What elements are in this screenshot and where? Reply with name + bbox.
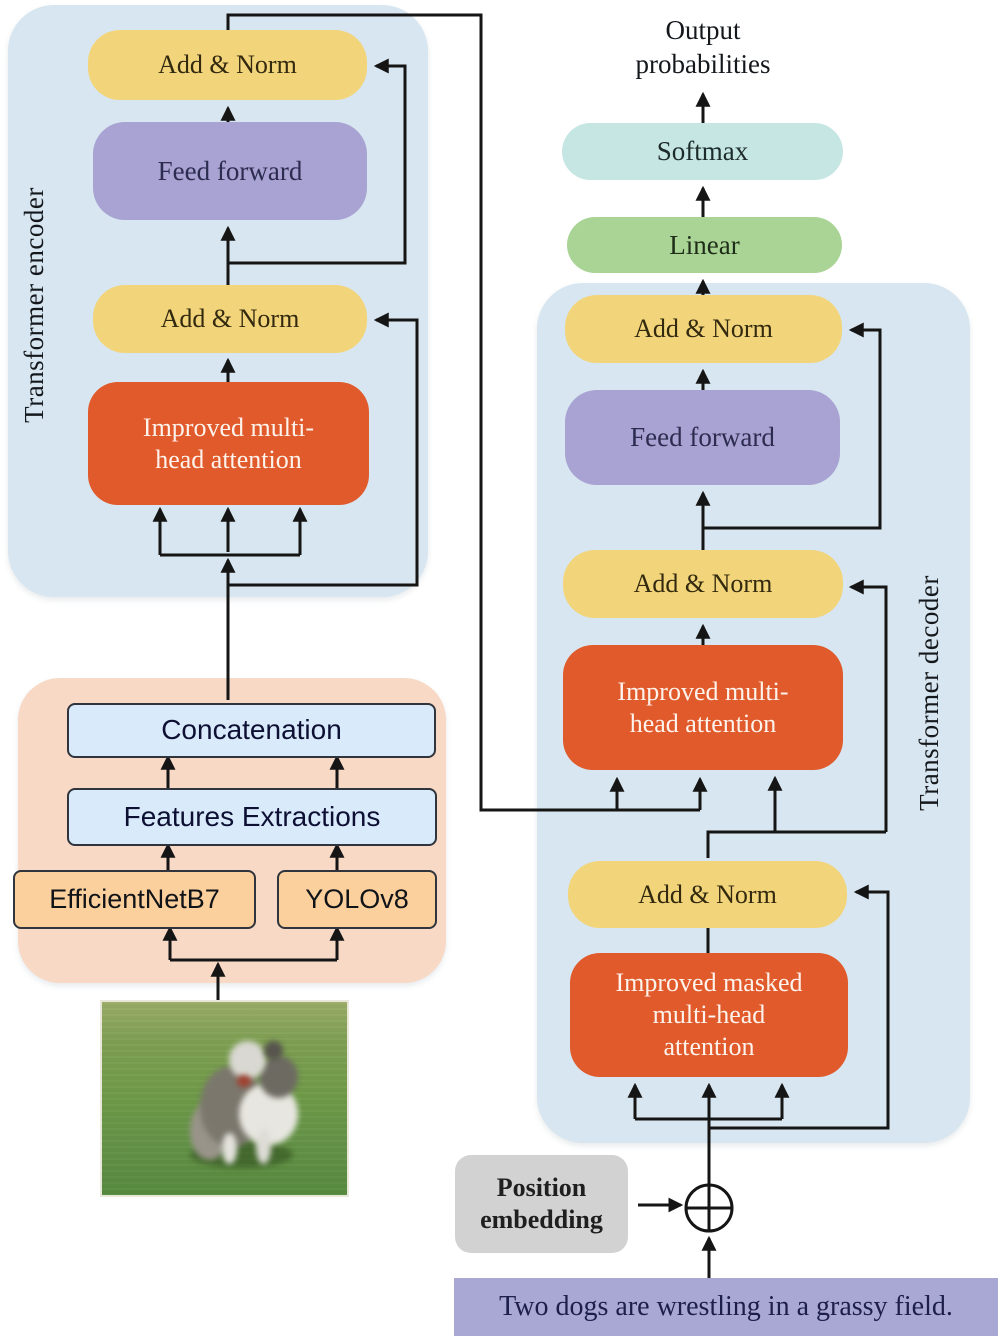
dog-ear bbox=[263, 1040, 284, 1060]
output-probabilities-label: Output probabilities bbox=[635, 15, 771, 79]
encoder-multi-head-attention: Improved multi- head attention bbox=[88, 382, 369, 505]
decoder-add-norm-1: Add & Norm bbox=[565, 295, 842, 363]
decoder-cross-attention: Improved multi- head attention bbox=[563, 645, 843, 770]
encoder-add-norm-bottom: Add & Norm bbox=[93, 285, 367, 353]
dog-leg bbox=[256, 1129, 272, 1165]
concatenation-box: Concatenation bbox=[67, 703, 436, 758]
dog-collar bbox=[236, 1075, 252, 1087]
softmax-block: Softmax bbox=[562, 123, 843, 180]
encoder-add-norm-top: Add & Norm bbox=[88, 30, 367, 100]
input-dogs-photo bbox=[100, 1000, 349, 1197]
efficientnetb7-box: EfficientNetB7 bbox=[13, 870, 256, 929]
dog-white-head bbox=[229, 1040, 267, 1080]
position-embedding-box: Position embedding bbox=[455, 1155, 628, 1253]
yolov8-box: YOLOv8 bbox=[277, 870, 437, 929]
decoder-panel-label: Transformer decoder bbox=[913, 575, 944, 811]
linear-block: Linear bbox=[567, 217, 842, 273]
decoder-add-norm-3: Add & Norm bbox=[568, 861, 847, 928]
encoder-feed-forward: Feed forward bbox=[93, 122, 367, 220]
decoder-feed-forward: Feed forward bbox=[565, 390, 840, 485]
features-extractions-box: Features Extractions bbox=[67, 788, 437, 846]
encoder-panel-label: Transformer encoder bbox=[18, 187, 49, 423]
decoder-add-norm-2: Add & Norm bbox=[563, 550, 843, 618]
dog-leg bbox=[222, 1133, 237, 1165]
caption-input-bar: Two dogs are wrestling in a grassy field… bbox=[454, 1278, 998, 1336]
add-circle-icon bbox=[684, 1183, 734, 1233]
decoder-masked-attention: Improved masked multi-head attention bbox=[570, 953, 848, 1077]
